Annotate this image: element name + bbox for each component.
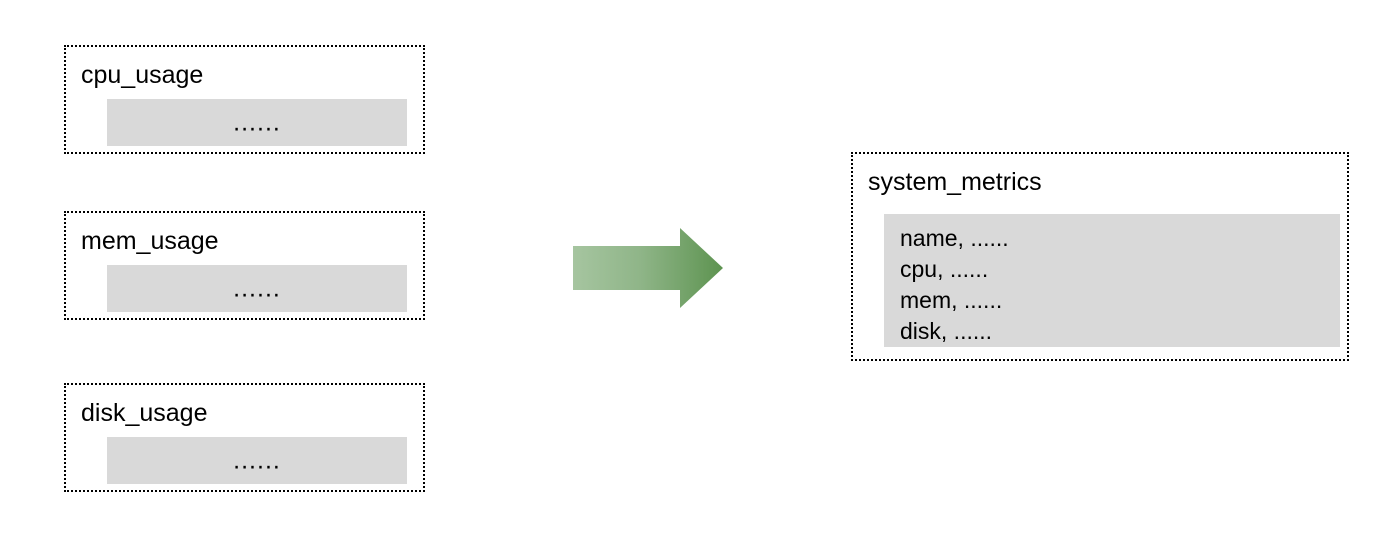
source-body-disk-usage: ...... (107, 437, 407, 484)
source-box-disk-usage[interactable]: disk_usage ...... (64, 383, 425, 492)
source-body-mem-usage: ...... (107, 265, 407, 312)
target-row-name: name, ...... (900, 225, 1009, 251)
source-body-cpu-usage: ...... (107, 99, 407, 146)
source-title-mem-usage: mem_usage (81, 227, 219, 255)
source-box-cpu-usage[interactable]: cpu_usage ...... (64, 45, 425, 154)
source-box-mem-usage[interactable]: mem_usage ...... (64, 211, 425, 320)
target-row-mem: mem, ...... (900, 287, 1003, 313)
target-body-system-metrics: name, ...... cpu, ...... mem, ...... dis… (884, 214, 1340, 347)
source-title-disk-usage: disk_usage (81, 399, 208, 427)
target-title-system-metrics: system_metrics (868, 168, 1042, 196)
merge-arrow (572, 227, 724, 309)
arrow-right-icon (573, 228, 723, 308)
source-ellipsis-mem-usage: ...... (233, 274, 281, 302)
target-box-system-metrics[interactable]: system_metrics name, ...... cpu, ...... … (851, 152, 1349, 361)
source-title-cpu-usage: cpu_usage (81, 61, 204, 89)
target-row-cpu: cpu, ...... (900, 256, 989, 282)
target-row-disk: disk, ...... (900, 318, 993, 344)
source-ellipsis-cpu-usage: ...... (233, 108, 281, 136)
source-ellipsis-disk-usage: ...... (233, 446, 281, 474)
